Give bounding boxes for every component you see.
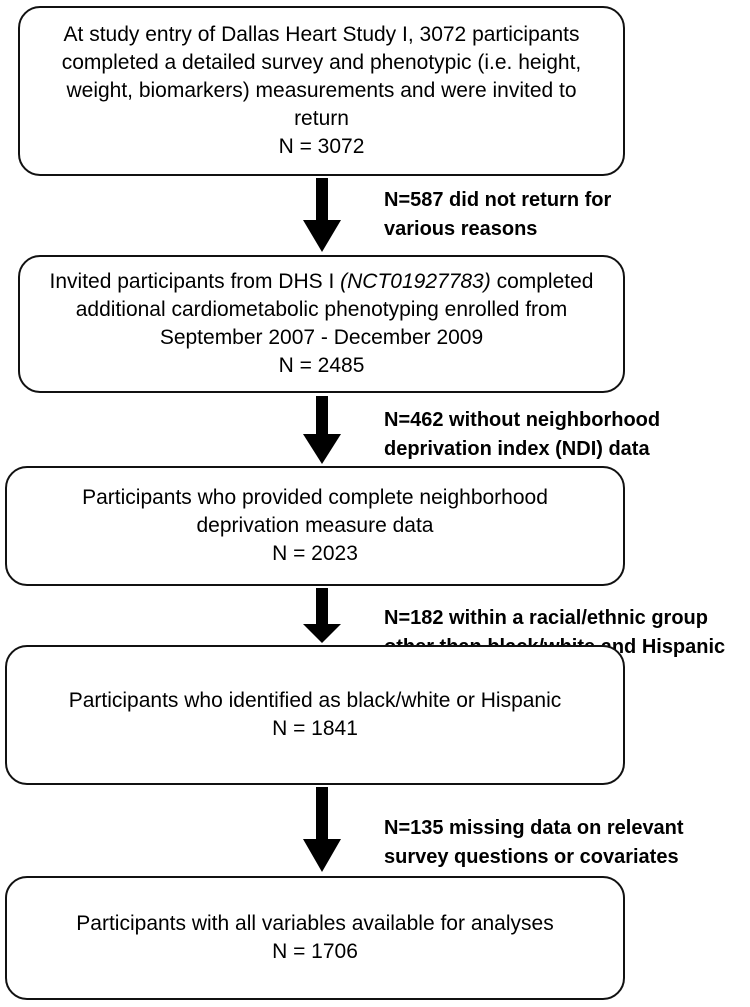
exclusion-text-line: N=182 within a racial/ethnic group bbox=[384, 607, 708, 629]
box-count: N = 3072 bbox=[278, 135, 365, 158]
box-race-ethnicity: Participants who identified as black/whi… bbox=[5, 645, 625, 785]
box-text-line: Invited participants from DHS I (NCT0192… bbox=[50, 268, 594, 296]
box-text-line: Participants who identified as black/whi… bbox=[68, 689, 562, 712]
box-dhs-invited: Invited participants from DHS I (NCT0192… bbox=[18, 255, 625, 393]
arrow-2 bbox=[303, 396, 341, 464]
arrow-1 bbox=[303, 178, 341, 252]
box-text-line: deprivation measure data bbox=[196, 514, 434, 537]
exclusion-text-line: N=587 did not return for bbox=[384, 189, 612, 211]
box-text-segment: completed bbox=[490, 270, 594, 293]
box-text-line: additional cardiometabolic phenotyping e… bbox=[75, 298, 568, 321]
box-text-line: September 2007 - December 2009 bbox=[159, 326, 484, 349]
box-final-analysis: Participants with all variables availabl… bbox=[5, 876, 625, 1000]
box-text-line: At study entry of Dallas Heart Study I, … bbox=[63, 23, 580, 46]
box-text-line: weight, biomarkers) measurements and wer… bbox=[66, 79, 577, 102]
box-text-line: return bbox=[294, 107, 349, 130]
arrow-4 bbox=[303, 787, 341, 872]
box-count: N = 2023 bbox=[272, 542, 358, 565]
exclusion-text-line: N=462 without neighborhood bbox=[384, 409, 661, 431]
arrow-3 bbox=[303, 588, 341, 643]
exclusion-text-line: various reasons bbox=[384, 218, 538, 240]
box-count: N = 1841 bbox=[272, 717, 358, 740]
box-text-line: Participants with all variables availabl… bbox=[76, 912, 554, 935]
exclusion-note-4: N=135 missing data on relevant survey qu… bbox=[384, 814, 684, 872]
box-count: N = 2485 bbox=[278, 354, 365, 377]
box-text-line: Participants who provided complete neigh… bbox=[82, 486, 548, 509]
box-text-line: completed a detailed survey and phenotyp… bbox=[61, 51, 582, 74]
exclusion-text-line: deprivation index (NDI) data bbox=[384, 438, 650, 460]
trial-id: (NCT01927783) bbox=[340, 270, 491, 293]
box-study-entry: At study entry of Dallas Heart Study I, … bbox=[18, 6, 625, 176]
exclusion-note-2: N=462 without neighborhood deprivation i… bbox=[384, 406, 660, 464]
box-count: N = 1706 bbox=[272, 940, 358, 963]
exclusion-text-line: N=135 missing data on relevant bbox=[384, 817, 684, 839]
exclusion-note-1: N=587 did not return for various reasons bbox=[384, 186, 611, 244]
box-text-segment: Invited participants from DHS I bbox=[49, 270, 341, 293]
exclusion-text-line: survey questions or covariates bbox=[384, 846, 679, 868]
box-ndi-complete: Participants who provided complete neigh… bbox=[5, 466, 625, 586]
